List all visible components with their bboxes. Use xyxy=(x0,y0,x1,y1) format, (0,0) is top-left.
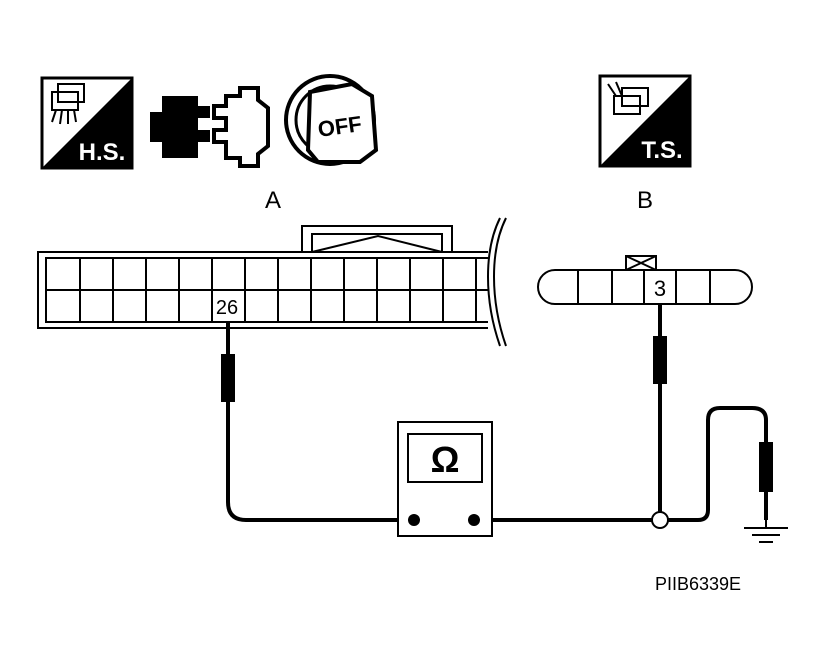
ohm-symbol: Ω xyxy=(431,439,460,480)
probe-handle-a xyxy=(221,354,235,402)
figure-code: PIIB6339E xyxy=(655,574,741,594)
connector-b-label: B xyxy=(637,187,653,214)
connector-b-pin-label: 3 xyxy=(654,276,666,301)
ohmmeter: Ω xyxy=(397,421,493,537)
connector-a-pin-label: 26 xyxy=(216,297,238,319)
connector-disconnect-icon xyxy=(150,86,270,168)
connector-a-label: A xyxy=(265,187,281,214)
harness-side-icon: H.S. xyxy=(40,76,134,170)
ignition-off-label: OFF xyxy=(316,111,363,142)
junction-node xyxy=(651,511,669,529)
probe-handle-b xyxy=(653,336,667,384)
ground-symbol xyxy=(744,520,788,543)
terminal-side-icon: T.S. xyxy=(598,74,692,168)
probe-handle-ground xyxy=(759,442,773,492)
terminal-side-label: T.S. xyxy=(641,137,682,164)
ignition-key-off-icon: OFF xyxy=(284,74,379,166)
harness-side-label: H.S. xyxy=(79,139,126,166)
test-leads xyxy=(226,304,768,522)
connector-b: 3 xyxy=(537,255,753,305)
meter-terminal-left xyxy=(408,514,420,526)
connector-a: 26 xyxy=(37,217,528,350)
meter-terminal-right xyxy=(468,514,480,526)
